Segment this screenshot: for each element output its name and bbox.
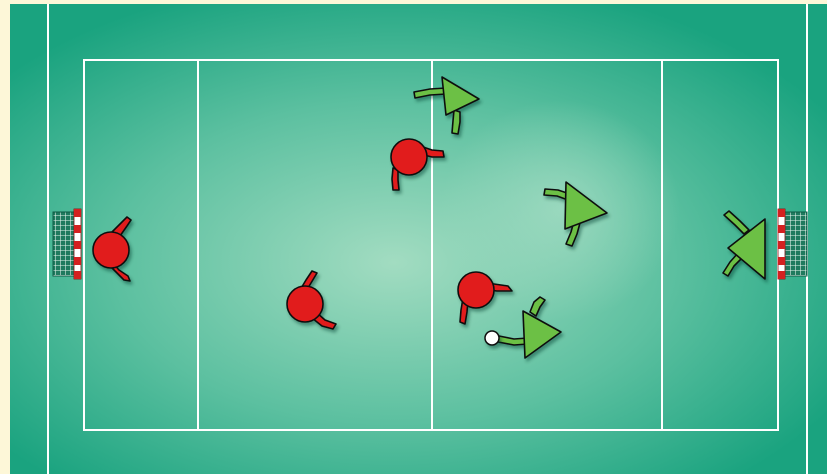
- ball-icon: [485, 331, 499, 345]
- circle-player-icon: [93, 232, 129, 268]
- goal-right: [778, 209, 807, 279]
- circle-player-icon: [391, 139, 427, 175]
- pitch: [10, 4, 827, 474]
- circle-player-icon: [287, 286, 323, 322]
- goal-net-icon: [53, 212, 75, 276]
- goal-left: [53, 209, 81, 279]
- goal-net-icon: [785, 212, 807, 276]
- circle-player-icon: [458, 272, 494, 308]
